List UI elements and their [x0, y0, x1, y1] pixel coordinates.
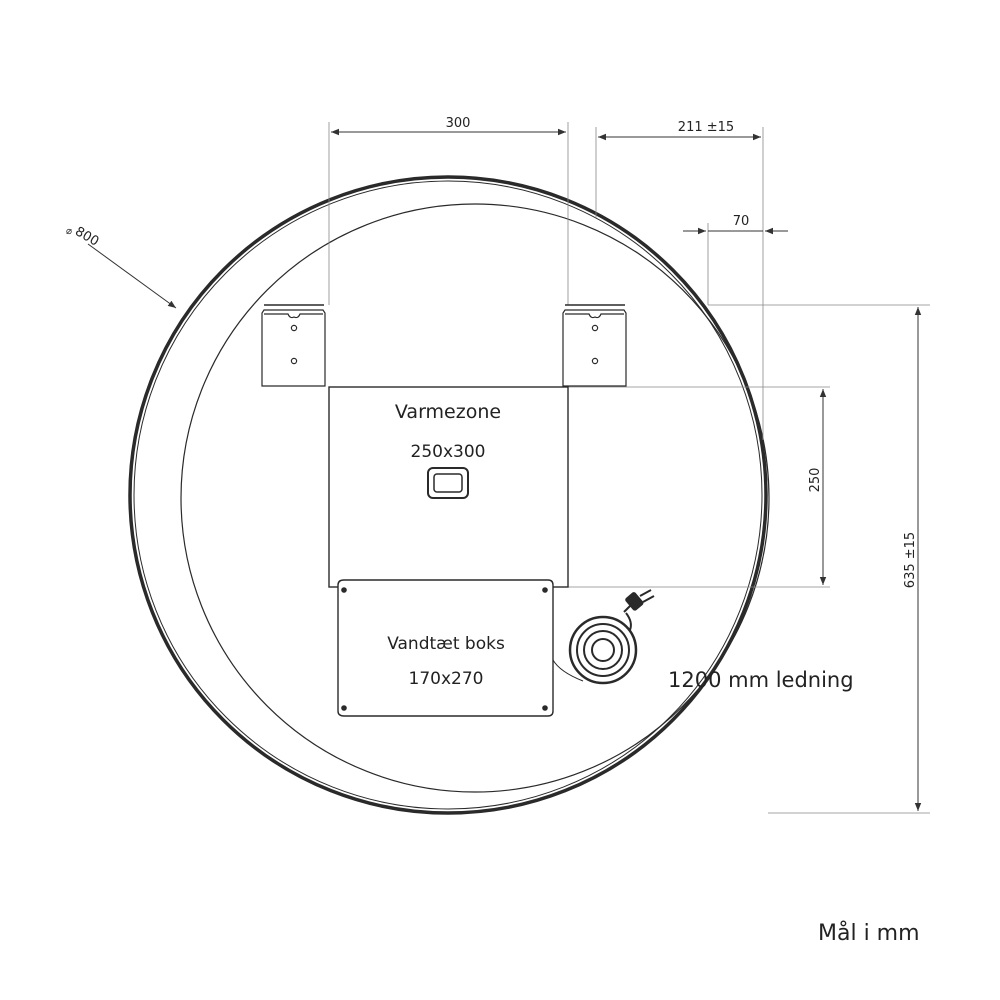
dimension-height: 635 ±15: [903, 307, 922, 811]
dimension-bracket-spacing: 300: [331, 116, 566, 136]
heating-zone-size: 250x300: [411, 442, 486, 462]
waterproof-box-title: Vandtæt boks: [387, 634, 505, 654]
waterproof-box-size: 170x270: [409, 669, 484, 689]
dim-label-211: 211 ±15: [678, 120, 734, 135]
dim-label-300: 300: [446, 116, 471, 131]
heating-zone-title: Varmezone: [395, 401, 501, 423]
dimension-offset: 211 ±15: [598, 120, 761, 141]
dim-label-635: 635 ±15: [903, 532, 918, 588]
heating-connector-icon: [427, 467, 469, 499]
dimension-bracket-offset: 70: [683, 214, 788, 235]
extension-lines: [328, 122, 930, 814]
cable-coil-icon: [552, 612, 638, 685]
mirror-outer-edge: [128, 175, 768, 815]
cable-label: 1200 mm ledning: [668, 668, 854, 692]
dim-label-250: 250: [808, 468, 823, 493]
diameter-symbol: ⌀: [66, 226, 72, 237]
mirror-inner-edge: [133, 180, 763, 810]
units-note: Mål i mm: [818, 920, 920, 946]
plug-icon: [623, 589, 655, 613]
wall-bracket-left: [261, 304, 326, 387]
dimension-heating-height: 250: [808, 389, 827, 585]
mirror-inner-ring: [180, 203, 770, 793]
dimension-diameter: 800 ⌀: [66, 224, 177, 309]
dim-label-800: 800: [72, 224, 101, 249]
wall-bracket-right: [562, 304, 627, 387]
waterproof-box: Vandtæt boks 170x270: [337, 579, 554, 717]
heating-zone: Varmezone 250x300: [328, 386, 569, 588]
dim-label-70: 70: [733, 214, 750, 229]
